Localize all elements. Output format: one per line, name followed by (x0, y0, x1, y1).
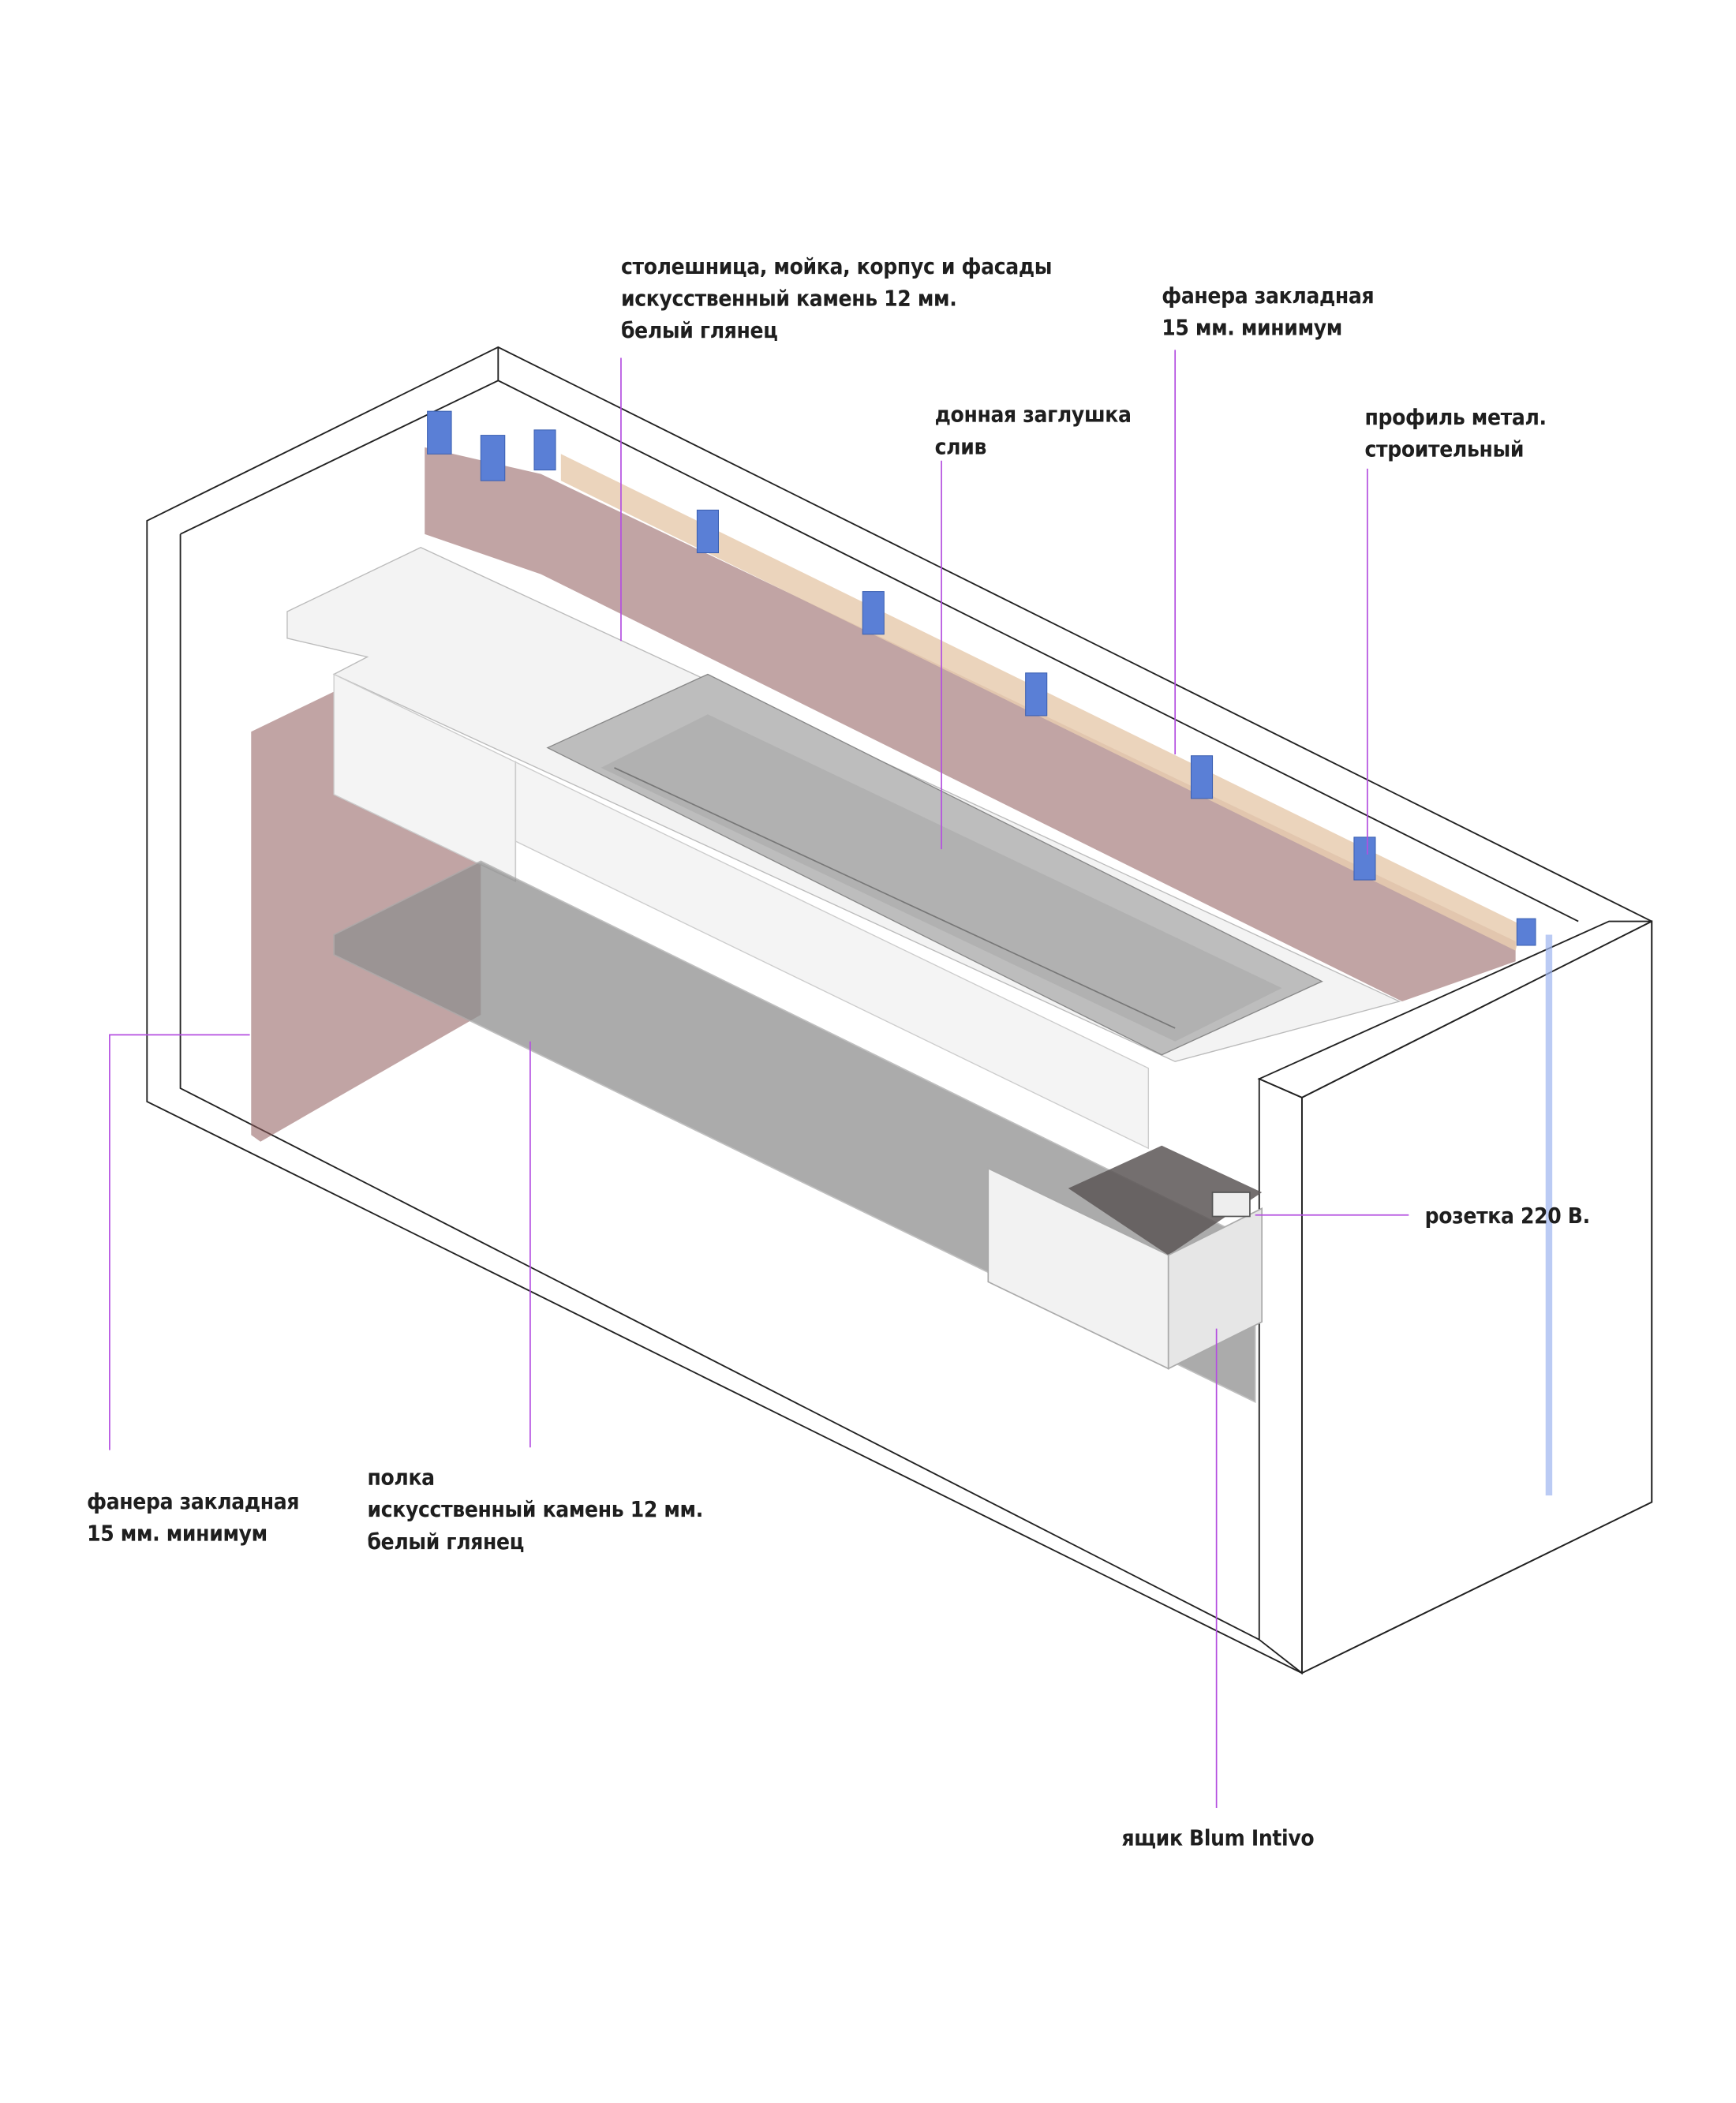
label-countertop: столешница, мойка, корпус и фасады искус… (621, 253, 1053, 343)
label-plywood-left: фанера закладная 15 мм. минимум (87, 1488, 299, 1547)
label-line: ящик Blum Intivo (1121, 1824, 1314, 1850)
label-shelf: полка искусственный камень 12 мм. белый … (367, 1465, 703, 1555)
countertop (286, 546, 1401, 1062)
label-line: строительный (1364, 436, 1524, 462)
front-fascia (333, 673, 1150, 1150)
label-line: донная заглушка (935, 402, 1132, 428)
label-line: искусственный камень 12 мм. (621, 285, 956, 311)
label-line: белый глянец (367, 1529, 524, 1555)
label-line: белый глянец (621, 317, 778, 343)
label-line: столешница, мойка, корпус и фасады (621, 253, 1052, 279)
label-line: слив (935, 433, 986, 459)
label-drain: донная заглушка слив (935, 402, 1132, 460)
label-profile: профиль метал. строительный (1364, 404, 1547, 462)
leader-lines (109, 350, 1409, 1809)
metal-profiles (427, 410, 1536, 946)
label-line: 15 мм. минимум (1162, 315, 1342, 341)
label-line: фанера закладная (1162, 283, 1374, 309)
label-line: розетка 220 В. (1425, 1203, 1590, 1229)
label-line: профиль метал. (1364, 404, 1546, 430)
label-line: 15 мм. минимум (87, 1521, 268, 1547)
label-line: искусственный камень 12 мм. (367, 1496, 702, 1522)
socket-icon (1211, 1192, 1251, 1218)
label-line: полка (367, 1465, 434, 1491)
drawer-blum (987, 1145, 1263, 1370)
label-line: фанера закладная (87, 1488, 299, 1514)
label-plywood-top: фанера закладная 15 мм. минимум (1162, 283, 1374, 341)
enclosure-outline (146, 346, 1653, 1675)
label-socket: розетка 220 В. (1425, 1203, 1591, 1229)
label-drawer: ящик Blum Intivo (1121, 1824, 1314, 1850)
